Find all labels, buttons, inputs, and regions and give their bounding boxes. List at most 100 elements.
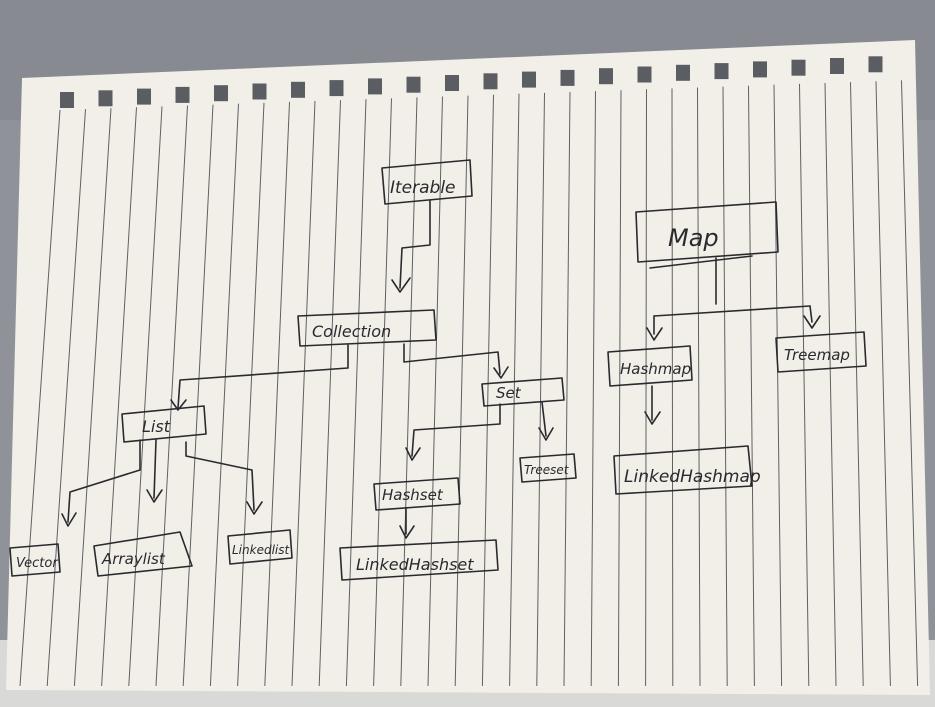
perforation-hole <box>98 90 113 107</box>
node-hashmap: Hashmap <box>607 345 693 387</box>
edge-list-arraylist <box>153 439 157 499</box>
perforation-hole <box>175 86 190 103</box>
ruled-line <box>748 85 755 687</box>
label-linkedhashset: LinkedHashset <box>356 555 474 574</box>
perforation-hole <box>214 85 228 102</box>
ruled-line <box>291 100 316 687</box>
ruled-line <box>237 102 265 687</box>
arrowhead <box>646 327 663 341</box>
edge-list-linkedlist <box>185 441 255 511</box>
perforation-hole <box>830 58 844 74</box>
node-iterable: Iterable <box>381 159 473 205</box>
label-map: Map <box>668 224 719 252</box>
perforation-hole <box>560 69 575 86</box>
ruled-line <box>850 82 864 687</box>
perforation-hole <box>714 63 729 80</box>
map-tree: Map Hashmap Treemap LinkedHashmap <box>607 201 867 495</box>
ruled-line <box>182 104 214 687</box>
edge-collection-list <box>177 344 349 409</box>
ruled-line <box>509 93 520 687</box>
perforation-hole <box>483 73 498 90</box>
ruled-line <box>824 82 837 687</box>
label-linkedhashmap: LinkedHashmap <box>624 467 761 487</box>
ruled-line <box>536 92 545 687</box>
node-treemap: Treemap <box>775 331 867 373</box>
ruled-line <box>671 88 674 687</box>
ruled-line <box>722 86 728 687</box>
perforation-hole <box>252 83 267 100</box>
perforation-hole <box>676 64 690 81</box>
ruled-line <box>46 109 86 687</box>
ruled-line <box>427 96 443 687</box>
label-hashset: Hashset <box>382 486 444 504</box>
arrowhead <box>391 277 411 293</box>
arrowhead <box>399 525 415 539</box>
paper-sheet <box>6 40 930 695</box>
arrowhead <box>803 315 821 329</box>
label-list: List <box>142 417 171 436</box>
ruled-line <box>73 108 112 687</box>
arrowhead <box>644 411 661 425</box>
label-treemap: Treemap <box>784 346 850 364</box>
edge-map-bar <box>653 305 811 317</box>
ruled-line <box>697 87 701 687</box>
label-vector: Vector <box>16 556 59 571</box>
ruled-line <box>481 94 494 687</box>
node-vector: Vector <box>9 543 61 577</box>
perforation-hole <box>522 71 536 88</box>
perforation-hole <box>753 61 767 78</box>
arrowhead <box>61 512 77 527</box>
ruled-line <box>454 95 469 687</box>
perforation-hole <box>637 66 652 83</box>
arrowhead <box>246 501 263 515</box>
collection-tree: Iterable Collection List Vector <box>9 159 577 581</box>
node-list: List <box>121 405 207 443</box>
perforation-hole <box>329 80 344 97</box>
arrowhead <box>538 427 554 441</box>
edge-set-hashset <box>411 403 501 457</box>
node-hashset: Hashset <box>373 477 461 511</box>
ruled-line <box>19 109 61 687</box>
perforation-hole <box>291 81 305 98</box>
node-linkedhashset: LinkedHashset <box>339 539 499 581</box>
ruled-line <box>400 97 418 687</box>
ruled-line <box>590 91 596 687</box>
ruled-line <box>645 89 647 687</box>
ruled-line <box>101 107 137 687</box>
ruled-line <box>799 83 810 687</box>
node-arraylist: Arraylist <box>93 531 193 577</box>
perforation-hole <box>599 68 613 85</box>
arrowhead <box>146 489 163 503</box>
perforation-hole <box>60 92 74 108</box>
perforation-hole <box>137 88 151 105</box>
edge-map-treemap <box>809 305 813 323</box>
ruled-line <box>563 91 571 687</box>
label-iterable: Iterable <box>390 178 456 198</box>
perforation-edge <box>60 56 883 108</box>
perforation-hole <box>406 76 421 93</box>
ruled-line <box>209 103 239 687</box>
node-map: Map <box>635 201 779 269</box>
label-hashmap: Hashmap <box>620 360 691 378</box>
arrowhead <box>170 399 187 411</box>
ruled-line <box>264 101 290 687</box>
ruled-line <box>901 80 919 687</box>
ruled-line <box>345 99 367 687</box>
arrowhead <box>493 366 509 379</box>
perforation-hole <box>445 75 459 91</box>
label-arraylist: Arraylist <box>101 550 166 568</box>
ruled-line <box>373 98 392 687</box>
ruled-line <box>617 90 622 687</box>
node-linkedlist: Linkedlist <box>227 529 293 565</box>
label-treeset: Treeset <box>524 463 570 477</box>
ruled-line <box>155 105 188 687</box>
perforation-hole <box>368 78 382 95</box>
ruled-lines <box>19 80 919 687</box>
node-set: Set <box>481 377 565 407</box>
node-treeset: Treeset <box>519 453 577 483</box>
perforation-hole <box>791 59 806 76</box>
edge-list-vector <box>67 439 141 523</box>
node-linkedhashmap: LinkedHashmap <box>613 445 761 495</box>
arrowhead <box>405 447 421 461</box>
